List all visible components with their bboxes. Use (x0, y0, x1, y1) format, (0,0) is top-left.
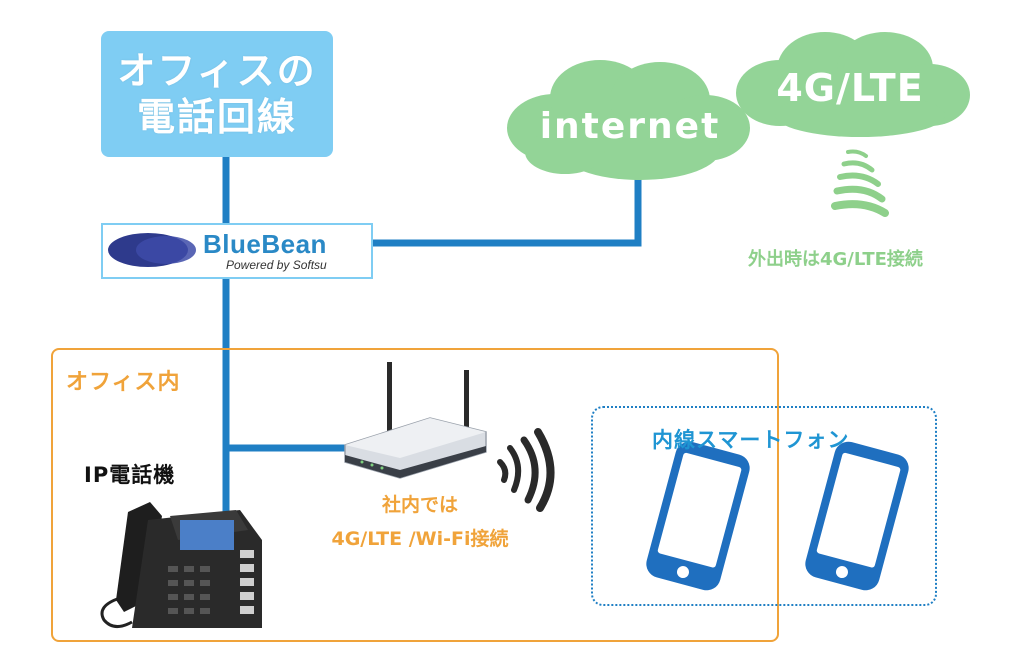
internet-label: internet (539, 106, 721, 147)
smartphone-icon (805, 441, 909, 591)
signal-waves-icon (831, 149, 889, 217)
line-bluebean-to-internet (371, 168, 642, 247)
wifi-waves-icon (497, 428, 555, 512)
router-caption-line-2: 4G/LTE /Wi-Fi接続 (331, 528, 509, 550)
office-area (51, 348, 779, 642)
extension-smartphone-area (591, 406, 937, 606)
ip-phone-icon (100, 502, 262, 628)
bluebean-powered-by: Powered by Softsu (226, 258, 327, 272)
ip-phone-label: IP電話機 (84, 463, 176, 487)
office-line-label-1: オフィスの (117, 49, 317, 93)
smartphone-icon (646, 441, 750, 591)
lte-label: 4G/LTE (776, 66, 924, 110)
router-icon (344, 362, 487, 479)
bluebean-brand: BlueBean (203, 229, 327, 259)
office-area-title: オフィス内 (66, 370, 181, 395)
router-caption: 社内では 4G/LTE /Wi-Fi接続 (300, 488, 540, 556)
office-phone-line-box: オフィスの 電話回線 (101, 31, 333, 157)
lte-cloud (736, 32, 970, 137)
internet-cloud (507, 60, 750, 180)
outdoor-caption: 外出時は4G/LTE接続 (748, 249, 923, 270)
router-caption-line-1: 社内では (381, 494, 458, 516)
bluebean-logo-icon (108, 233, 196, 267)
extension-title: 内線スマートフォン (652, 428, 850, 452)
office-line-label-2: 電話回線 (136, 95, 297, 139)
connection-lines (222, 155, 642, 520)
